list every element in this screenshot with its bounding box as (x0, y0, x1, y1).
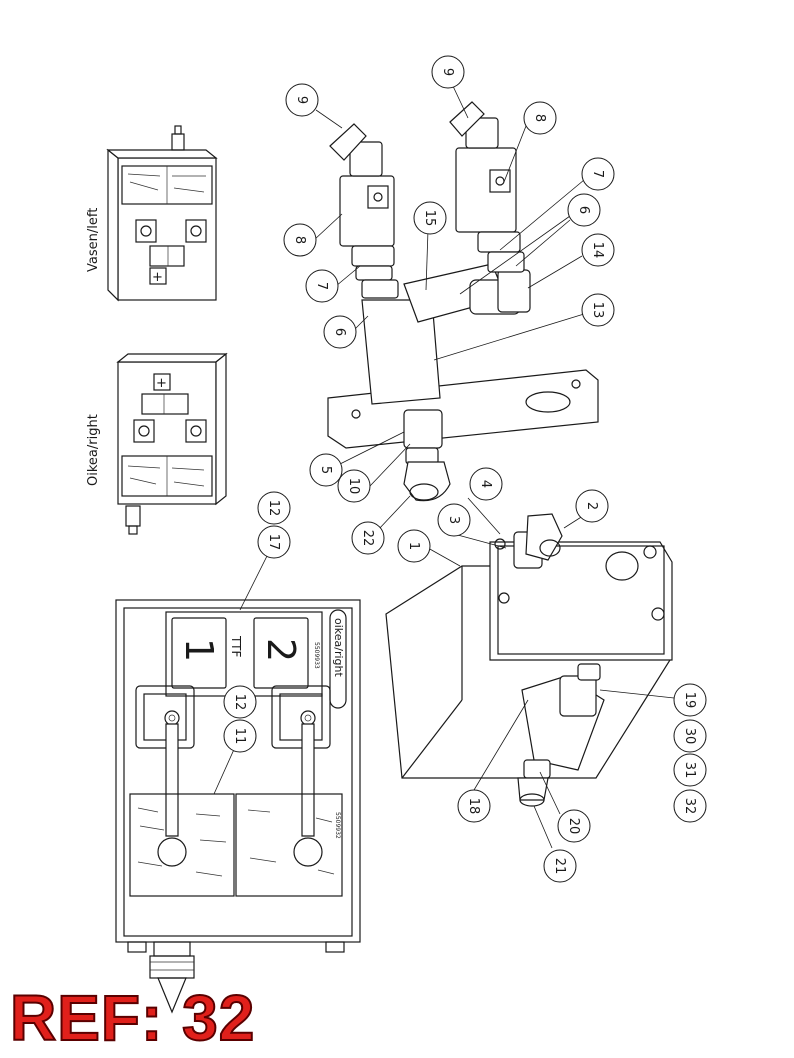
svg-text:15: 15 (422, 210, 437, 227)
callout-15: 15 (413, 201, 447, 235)
svg-text:22: 22 (360, 530, 375, 547)
svg-text:+: + (156, 376, 167, 391)
callout-13: 13 (581, 293, 615, 327)
button-1-label: 1 (177, 638, 221, 662)
callout-18: 18 (457, 789, 491, 823)
svg-text:21: 21 (552, 858, 567, 875)
svg-text:6: 6 (332, 328, 347, 336)
callout-8-right: 8 (523, 101, 557, 135)
svg-text:2: 2 (584, 502, 599, 510)
reference-label: REF: 32 (9, 981, 256, 1055)
svg-text:14: 14 (590, 242, 605, 259)
callout-7-right: 7 (581, 157, 615, 191)
callout-8-left: 8 (283, 223, 317, 257)
ttf-label: TTF (229, 635, 243, 657)
svg-text:8: 8 (532, 114, 547, 122)
valve-assembly (327, 101, 599, 502)
callout-10: 10 (337, 469, 371, 503)
svg-text:32: 32 (682, 798, 697, 815)
callout-22: 22 (351, 521, 385, 555)
svg-text:13: 13 (590, 302, 605, 319)
callout-12-mid: 12 (223, 685, 257, 719)
callout-19: 19 (673, 683, 707, 717)
main-panel: 1 2 TTF 5509933 oikea/right 550 (115, 599, 361, 1014)
part-code: 5509933 (313, 642, 320, 669)
callout-9-top-right: 9 (431, 55, 465, 89)
callout-30: 30 (673, 719, 707, 753)
callout-9-top-left: 9 (285, 83, 319, 117)
callout-14: 14 (581, 233, 615, 267)
svg-text:20: 20 (566, 818, 581, 835)
svg-text:12: 12 (232, 694, 247, 711)
svg-text:12: 12 (266, 500, 281, 517)
callout-5: 5 (309, 453, 343, 487)
callout-leaders (213, 83, 675, 849)
svg-text:18: 18 (466, 798, 481, 815)
callout-3: 3 (437, 503, 471, 537)
button-2-label: 2 (259, 638, 303, 662)
callout-17: 17 (257, 525, 291, 559)
callout-7-left: 7 (305, 269, 339, 303)
svg-text:5: 5 (318, 466, 333, 474)
callout-21: 21 (543, 849, 577, 883)
svg-text:1: 1 (406, 542, 421, 550)
enclosure-assembly (385, 513, 673, 807)
right-view-label: Oikea/right (86, 414, 101, 486)
callout-20: 20 (557, 809, 591, 843)
right-view-box: + (116, 352, 228, 535)
callout-6-right: 6 (567, 193, 601, 227)
svg-text:31: 31 (682, 762, 697, 779)
callout-11: 11 (223, 719, 257, 753)
svg-text:7: 7 (590, 170, 605, 178)
svg-text:30: 30 (682, 728, 697, 745)
callout-31: 31 (673, 753, 707, 787)
callout-4: 4 (469, 467, 503, 501)
left-view-box: + (106, 125, 218, 302)
svg-text:7: 7 (314, 282, 329, 290)
svg-text:9: 9 (294, 96, 309, 104)
svg-text:+: + (152, 270, 163, 285)
svg-text:10: 10 (346, 478, 361, 495)
callout-1: 1 (397, 529, 431, 563)
callout-2: 2 (575, 489, 609, 523)
callout-12-top: 12 (257, 491, 291, 525)
left-view-label: Vasen/left (86, 208, 101, 272)
part-code-2: 5509932 (334, 812, 341, 839)
svg-text:4: 4 (478, 480, 493, 488)
svg-text:19: 19 (682, 692, 697, 709)
svg-text:3: 3 (446, 516, 461, 524)
side-label: oikea/right (332, 618, 345, 678)
svg-text:6: 6 (576, 206, 591, 214)
svg-text:17: 17 (266, 534, 281, 551)
svg-text:11: 11 (232, 728, 247, 745)
svg-text:9: 9 (440, 68, 455, 76)
callout-6-left: 6 (323, 315, 357, 349)
svg-text:8: 8 (292, 236, 307, 244)
callout-32: 32 (673, 789, 707, 823)
